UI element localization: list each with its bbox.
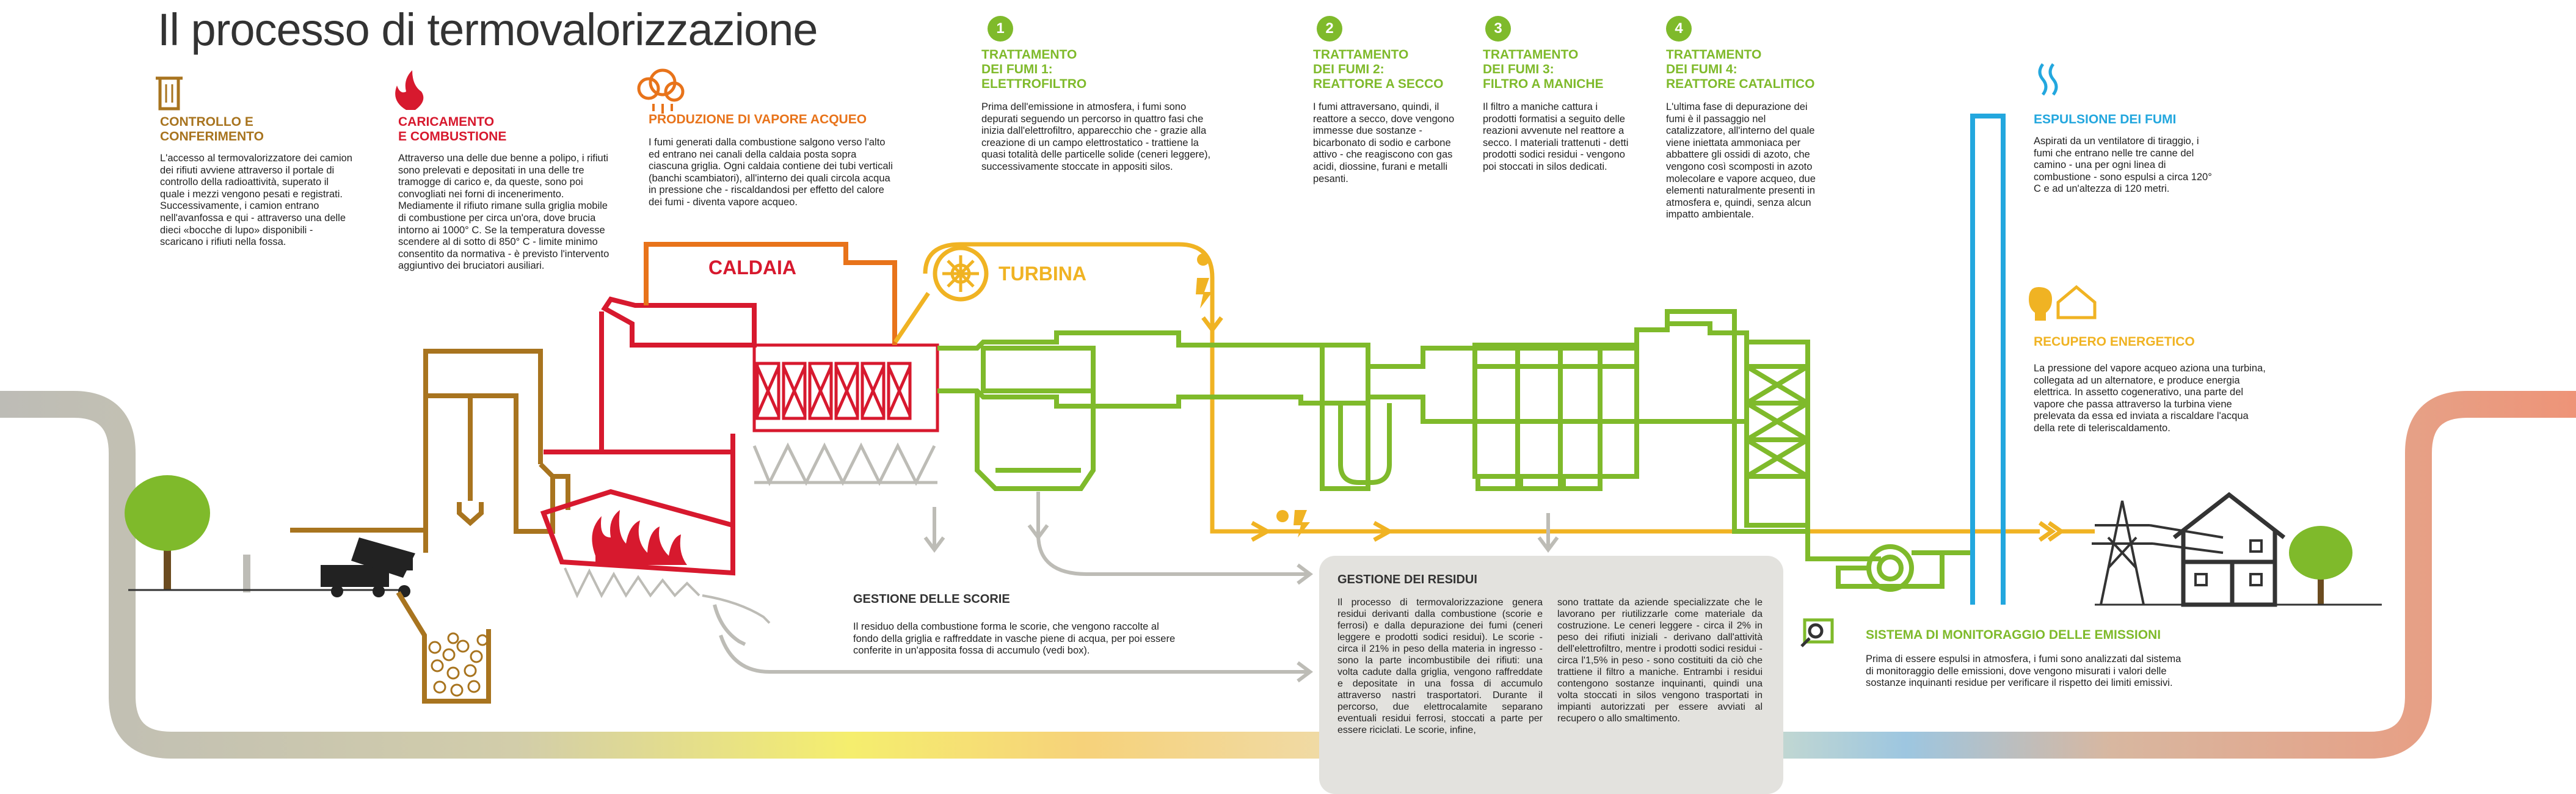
landscape-band — [0, 391, 2576, 759]
section-body-right: sono trattate da aziende specializzate c… — [1557, 597, 1763, 724]
step-3-badge: 3 — [1485, 16, 1511, 42]
section-monitoraggio: SISTEMA DI MONITORAGGIO DELLE EMISSIONI … — [1866, 628, 2183, 690]
section-title: TRATTAMENTO DEI FUMI 1: ELETTROFILTRO — [981, 48, 1087, 91]
section-body: I fumi generati dalla combustione salgon… — [649, 137, 893, 208]
section-recupero: RECUPERO ENERGETICO La pressione del vap… — [2034, 335, 2266, 435]
turbina-label: TURBINA — [999, 263, 1086, 285]
chimney — [1970, 114, 2006, 605]
section-body: Il filtro a maniche cattura i prodotti f… — [1483, 101, 1629, 172]
section-body: Aspirati da un ventilatore di tiraggio, … — [2034, 136, 2212, 195]
section-espulsione: ESPULSIONE DEI FUMI Aspirati da un venti… — [2034, 112, 2217, 195]
section-fumi3: TRATTAMENTO DEI FUMI 3: FILTRO A MANICHE… — [1483, 48, 1629, 173]
step-4-badge: 4 — [1666, 16, 1692, 42]
boiler-tubes — [752, 343, 939, 432]
steam-lines — [1201, 316, 2095, 542]
section-caricamento: CARICAMENTO E COMBUSTIONE Attraverso una… — [398, 115, 618, 272]
section-scorie: GESTIONE DELLE SCORIE Il residuo della c… — [853, 592, 1183, 657]
section-fumi1: TRATTAMENTO DEI FUMI 1: ELETTROFILTRO Pr… — [981, 48, 1213, 173]
section-body: Attraverso una delle due benne a polipo,… — [398, 153, 609, 272]
section-title: SISTEMA DI MONITORAGGIO DELLE EMISSIONI — [1866, 628, 2161, 642]
monitor-magnifier-icon — [1800, 618, 1834, 647]
caldaia-frame — [644, 242, 897, 345]
section-title: TRATTAMENTO DEI FUMI 2: REATTORE A SECCO — [1313, 48, 1444, 91]
section-residui: GESTIONE DEI RESIDUI Il processo di term… — [1337, 573, 1765, 736]
tree-right — [2095, 526, 2382, 606]
flame-icon — [395, 70, 424, 110]
section-body-left: Il processo di termovalorizzazione gener… — [1337, 597, 1543, 735]
section-fumi4: TRATTAMENTO DEI FUMI 4: REATTORE CATALIT… — [1666, 48, 1828, 221]
crane-structure — [290, 349, 570, 553]
section-body: Il residuo della combustione forma le sc… — [853, 621, 1176, 657]
turbine-icon — [893, 242, 1215, 343]
waste-pit — [396, 591, 491, 704]
section-title: ESPULSIONE DEI FUMI — [2034, 112, 2177, 126]
steam-cloud-icon — [637, 68, 685, 114]
section-title: PRODUZIONE DI VAPORE ACQUEO — [649, 112, 867, 126]
section-title: GESTIONE DELLE SCORIE — [853, 592, 1010, 606]
section-title: TRATTAMENTO DEI FUMI 4: REATTORE CATALIT… — [1666, 48, 1815, 91]
flames — [592, 510, 687, 565]
furnace — [540, 296, 939, 624]
bulb-house-icon — [2029, 285, 2097, 321]
section-title: GESTIONE DEI RESIDUI — [1337, 573, 1477, 586]
grate — [564, 567, 771, 624]
truck-icon — [321, 537, 415, 597]
section-fumi2: TRATTAMENTO DEI FUMI 2: REATTORE A SECCO… — [1313, 48, 1472, 185]
section-body: Prima dell'emissione in atmosfera, i fum… — [981, 101, 1211, 172]
flow-arrows-gray — [713, 492, 1559, 683]
section-vapore: PRODUZIONE DI VAPORE ACQUEO I fumi gener… — [649, 112, 893, 209]
sparks-icons — [1196, 253, 1310, 537]
section-title: CARICAMENTO E COMBUSTIONE — [398, 115, 507, 144]
section-body: I fumi attraversano, quindi, il reattore… — [1313, 101, 1455, 184]
page-title: Il processo di termovalorizzazione — [158, 4, 818, 55]
ash-hoppers — [752, 442, 937, 487]
smoke-waves-icon — [2038, 63, 2058, 96]
residui-box — [1319, 556, 1783, 794]
section-body: L'accesso al termovalorizzatore dei cami… — [160, 153, 352, 248]
section-body: La pressione del vapore acqueo aziona un… — [2034, 363, 2266, 434]
caldaia-label: CALDAIA — [708, 257, 796, 279]
section-body: Prima di essere espulsi in atmosfera, i … — [1866, 654, 2181, 689]
step-2-badge: 2 — [1317, 16, 1342, 42]
step-1-badge: 1 — [988, 16, 1013, 42]
section-title: TRATTAMENTO DEI FUMI 3: FILTRO A MANICHE — [1483, 48, 1604, 91]
tree-left — [125, 475, 403, 592]
power-pylon-icon — [2092, 500, 2224, 605]
section-body: L'ultima fase di depurazione dei fumi è … — [1666, 101, 1816, 220]
section-title: RECUPERO ENERGETICO — [2034, 335, 2195, 349]
section-controllo: CONTROLLO E CONFERIMENTO L'accesso al te… — [160, 115, 355, 249]
trash-bin-icon — [156, 76, 183, 111]
section-title: CONTROLLO E CONFERIMENTO — [160, 115, 264, 144]
flue-gas-path — [937, 309, 1973, 592]
